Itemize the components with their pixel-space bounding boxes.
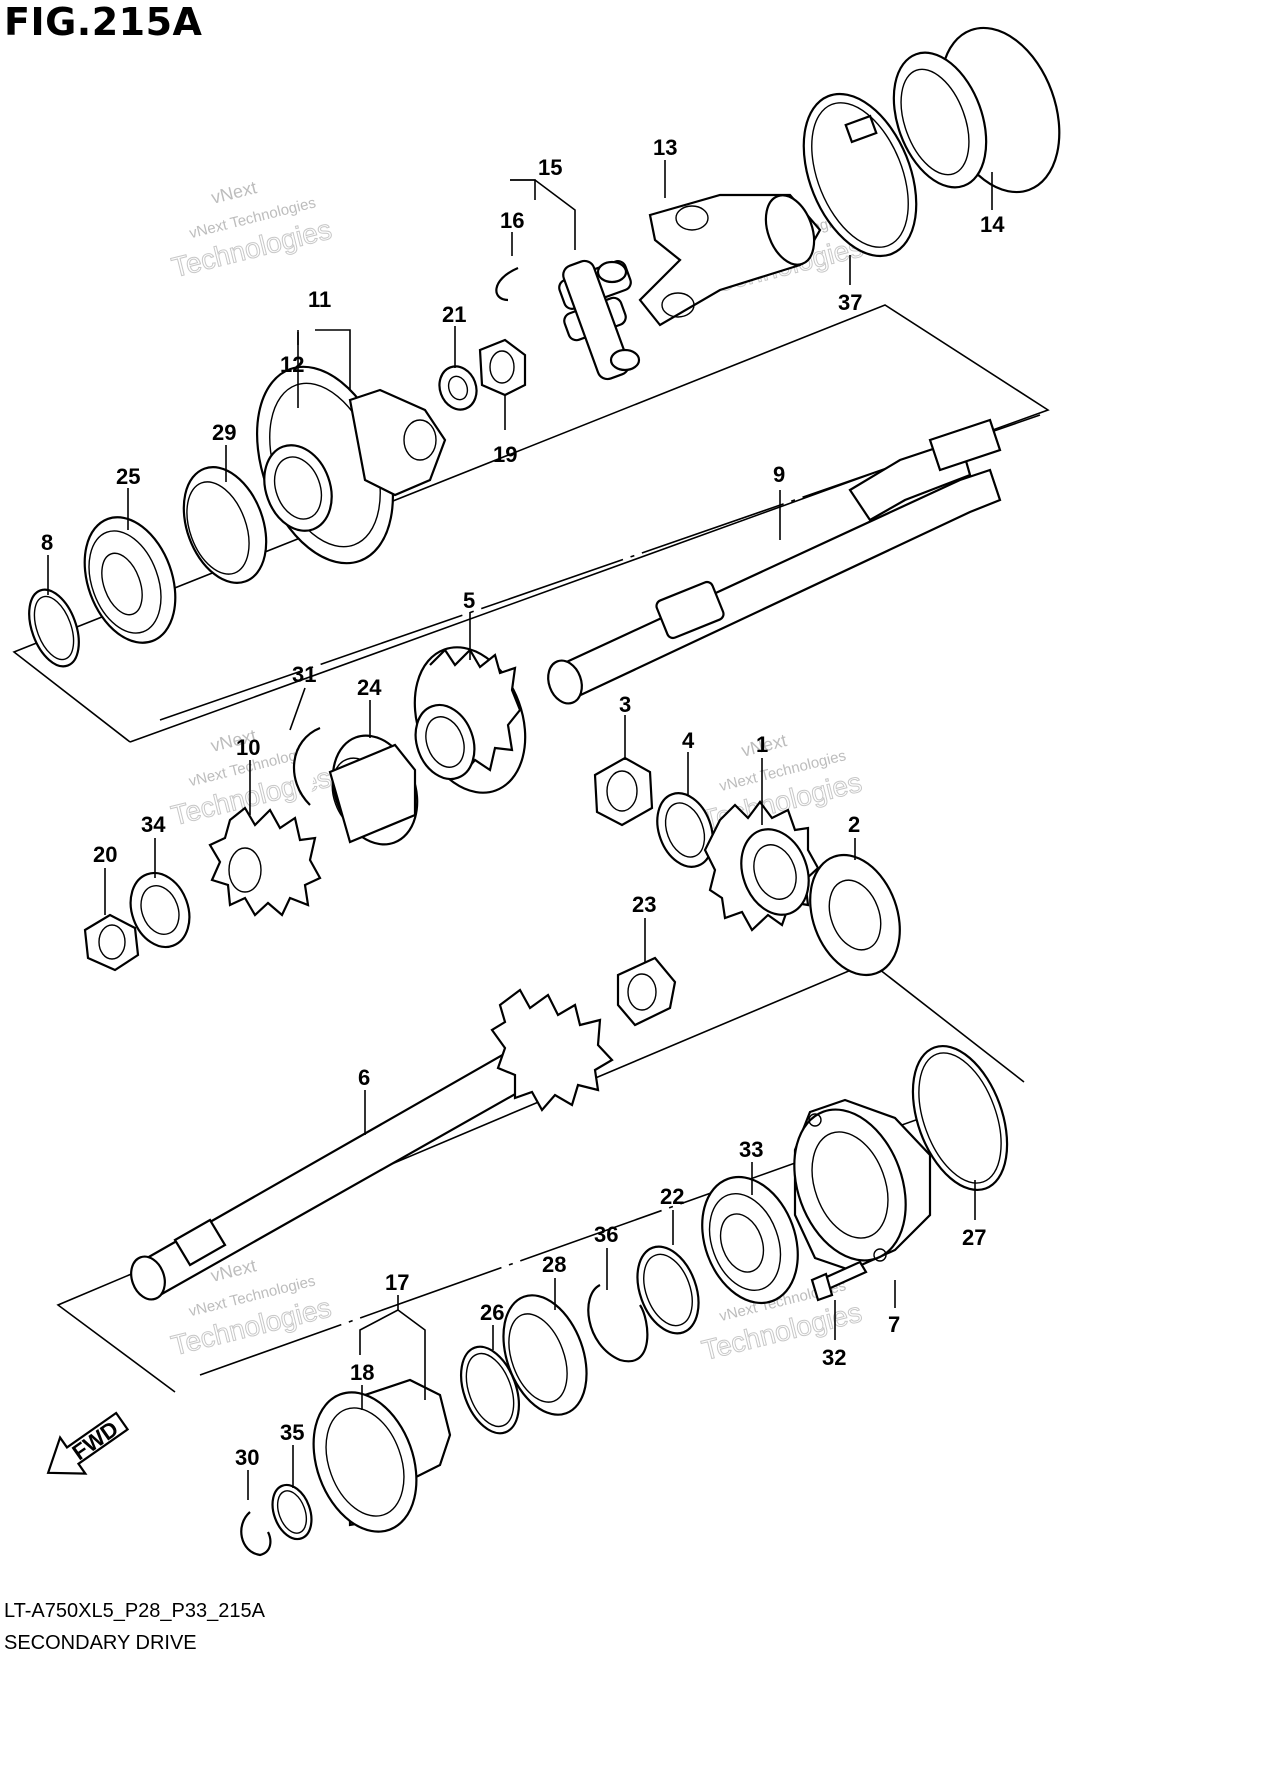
callout-8: 8 xyxy=(41,530,53,555)
part-25-bearing xyxy=(83,516,177,644)
callout-24: 24 xyxy=(357,675,382,700)
figure-title: FIG.215A xyxy=(4,0,203,44)
watermark-top-left: vNext vNext Technologies Technologies xyxy=(168,177,335,283)
callout-23: 23 xyxy=(632,892,656,917)
group-frame-lower xyxy=(56,961,1025,1393)
callout-6: 6 xyxy=(358,1065,370,1090)
part-33-bearing xyxy=(701,1175,799,1305)
figure-name: SECONDARY DRIVE xyxy=(4,1632,197,1654)
part-23-needle-bearing xyxy=(616,956,677,1027)
part-18-coupling xyxy=(312,1378,452,1533)
callout-14: 14 xyxy=(980,212,1005,237)
callout-21: 21 xyxy=(442,302,466,327)
part-16-snap-ring xyxy=(495,266,519,302)
part-27-o-ring xyxy=(911,1044,1009,1192)
part-26-o-ring xyxy=(460,1345,520,1435)
callout-31: 31 xyxy=(292,662,316,687)
part-7-bearing-housing xyxy=(793,1098,932,1272)
part-14-boot xyxy=(892,26,1061,194)
part-20-nut xyxy=(83,913,140,972)
callout-35: 35 xyxy=(280,1420,304,1445)
callout-2: 2 xyxy=(848,812,860,837)
part-32-bolt xyxy=(810,1260,868,1302)
callout-17: 17 xyxy=(385,1270,409,1295)
part-24-needle-bearing xyxy=(328,734,419,846)
callout-34: 34 xyxy=(141,812,166,837)
part-29-oil-seal xyxy=(182,466,268,584)
part-5-bevel-gear xyxy=(413,646,527,794)
callout-29: 29 xyxy=(212,420,236,445)
part-15-universal-joint xyxy=(558,259,641,381)
part-4-washer xyxy=(656,792,714,868)
part-3-nut xyxy=(593,756,654,827)
callout-9: 9 xyxy=(773,462,785,487)
callout-3: 3 xyxy=(619,692,631,717)
callout-12: 12 xyxy=(280,352,304,377)
part-6-output-shaft xyxy=(130,988,614,1301)
part-11-flange-yoke xyxy=(255,365,447,565)
callout-4: 4 xyxy=(682,728,695,753)
part-1-bevel-gear xyxy=(703,800,820,932)
callout-10: 10 xyxy=(236,735,260,760)
part-36-snap-ring xyxy=(587,1284,649,1363)
leader-lines xyxy=(47,160,993,1500)
part-9-shaft xyxy=(547,418,1002,705)
callout-labels: 1 2 3 4 5 6 7 8 9 10 11 12 13 14 15 16 1… xyxy=(41,135,1005,1470)
callout-13: 13 xyxy=(653,135,677,160)
callout-18: 18 xyxy=(350,1360,374,1385)
part-34-washer xyxy=(129,871,191,949)
part-13-yoke xyxy=(638,193,822,327)
callout-1: 1 xyxy=(756,732,768,757)
callout-36: 36 xyxy=(594,1222,618,1247)
callout-19: 19 xyxy=(493,442,517,467)
part-31-ring xyxy=(292,726,321,806)
callout-20: 20 xyxy=(93,842,117,867)
part-21-washer xyxy=(438,365,478,411)
part-35-circlip xyxy=(271,1483,313,1541)
callout-37: 37 xyxy=(838,290,862,315)
callout-16: 16 xyxy=(500,208,524,233)
callout-27: 27 xyxy=(962,1225,986,1250)
callout-25: 25 xyxy=(116,464,140,489)
callout-26: 26 xyxy=(480,1300,504,1325)
part-30-snap-ring xyxy=(240,1511,272,1557)
part-37-clamp xyxy=(802,92,918,258)
callout-32: 32 xyxy=(822,1345,846,1370)
callout-7: 7 xyxy=(888,1312,900,1337)
callout-5: 5 xyxy=(463,588,475,613)
part-10-gear xyxy=(208,806,322,917)
part-2-shim xyxy=(809,853,901,977)
part-22-circlip xyxy=(636,1245,700,1335)
callout-22: 22 xyxy=(660,1184,684,1209)
group-frame-upper xyxy=(12,304,1050,743)
svg-text:vNext: vNext xyxy=(209,177,258,208)
callout-28: 28 xyxy=(542,1252,566,1277)
part-19-nut xyxy=(478,338,527,397)
fwd-arrow-icon: FWD xyxy=(46,1411,130,1475)
part-8-circlip xyxy=(28,588,80,668)
callout-33: 33 xyxy=(739,1137,763,1162)
callout-15: 15 xyxy=(538,155,562,180)
callout-30: 30 xyxy=(235,1445,259,1470)
figure-code: LT-A750XL5_P28_P33_215A xyxy=(4,1600,265,1622)
callout-11: 11 xyxy=(308,287,331,312)
